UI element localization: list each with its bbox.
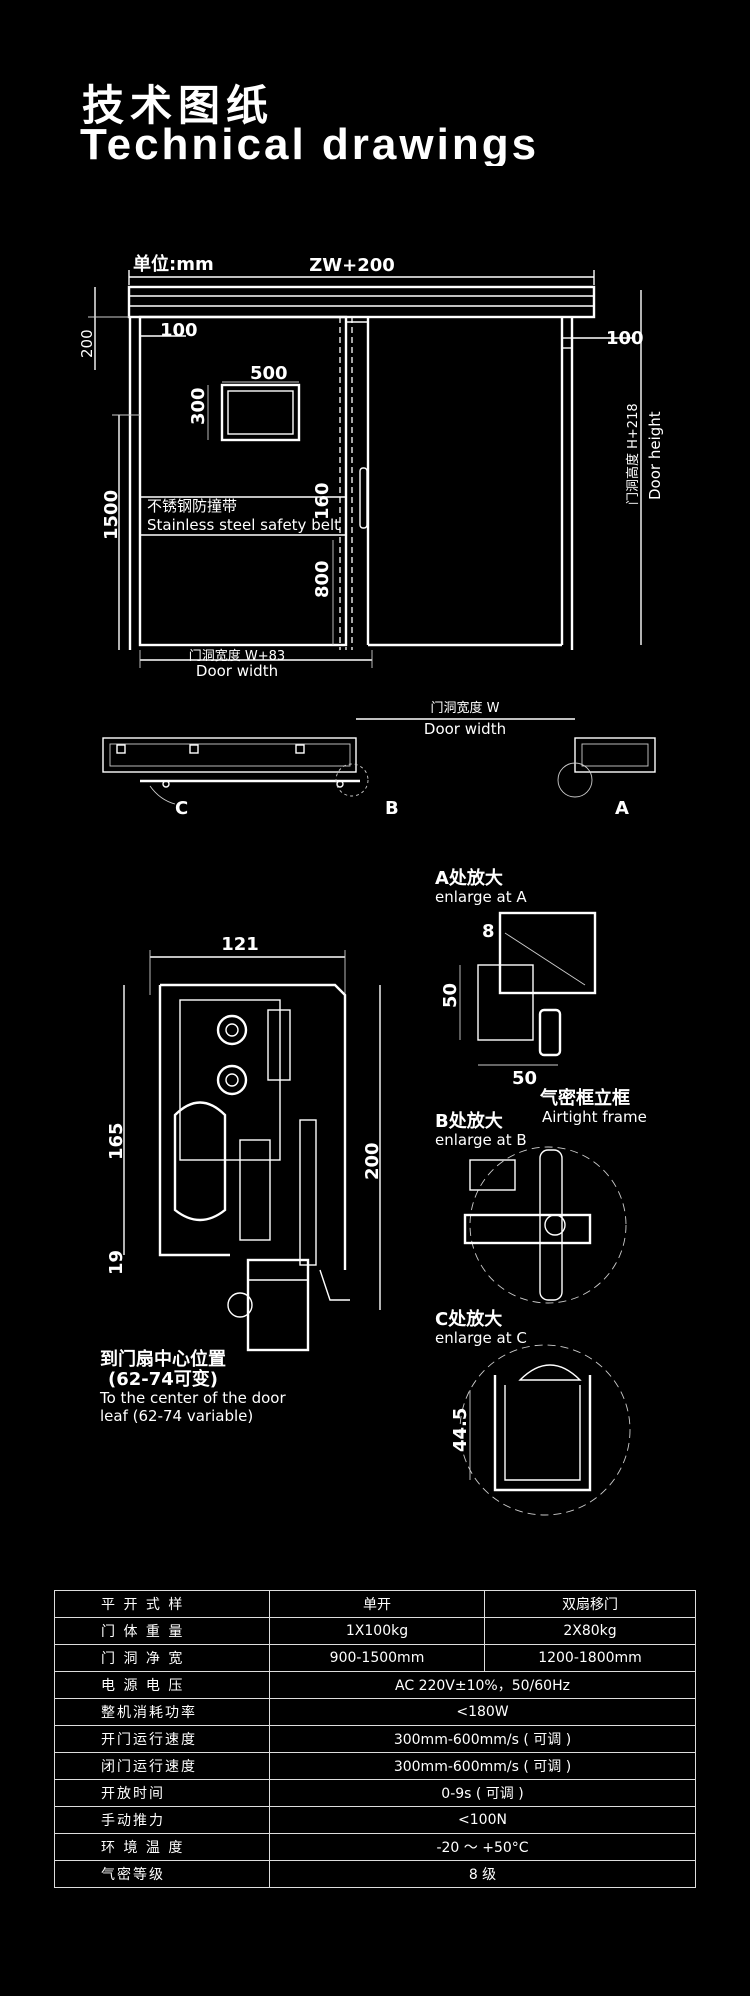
page-title-cn: 技术图纸 xyxy=(82,81,275,130)
belt-label-en: Stainless steel safety belt xyxy=(147,516,340,534)
spec-row: 手动推力<100N xyxy=(54,1806,696,1834)
spec-label: 开放时间 xyxy=(54,1779,270,1807)
dim-165: 165 xyxy=(106,1122,127,1160)
spec-value: 300mm-600mm/s ( 可调 ) xyxy=(269,1725,696,1753)
center-note-en-2: leaf (62-74 variable) xyxy=(100,1407,253,1425)
dim-200-section: 200 xyxy=(362,1142,383,1180)
technical-drawing: 单位:mm ZW+200 200 100 500 300 1500 不锈钢防 xyxy=(78,253,664,1516)
spec-row: 环 境 温 度-20 ～ +50°C xyxy=(54,1833,696,1861)
spec-value: <180W xyxy=(269,1698,696,1726)
dim-121: 121 xyxy=(221,934,259,955)
plan-marker-a: A xyxy=(615,798,629,819)
center-note-en-1: To the center of the door xyxy=(99,1389,286,1407)
spec-label: 门 洞 净 宽 xyxy=(54,1644,270,1672)
center-note-cn-2: (62-74可变) xyxy=(108,1368,218,1390)
spec-header-cell: 双扇移门 xyxy=(484,1590,696,1618)
spec-label: 整机消耗功率 xyxy=(54,1698,270,1726)
spec-value: 0-9s ( 可调 ) xyxy=(269,1779,696,1807)
spec-label: 手动推力 xyxy=(54,1806,270,1834)
dim-window-height: 300 xyxy=(188,387,209,425)
spec-label: 电 源 电 压 xyxy=(54,1671,270,1699)
spec-value-double: 1200-1800mm xyxy=(484,1644,696,1672)
width-label-cn: 门洞宽度 W+83 xyxy=(189,648,285,664)
airtight-en: Airtight frame xyxy=(542,1108,647,1126)
detail-c-en: enlarge at C xyxy=(435,1329,527,1347)
detail-b-en: enlarge at B xyxy=(435,1131,527,1149)
section-drawing: 121 165 19 200 到门扇中心位置 (62-74可变) To the … xyxy=(99,934,383,1425)
spec-value: 8 级 xyxy=(269,1860,696,1888)
dim-160: 160 xyxy=(312,482,333,520)
dim-1500: 1500 xyxy=(101,490,122,540)
dim-100-left: 100 xyxy=(160,320,198,341)
detail-c-cn: C处放大 xyxy=(435,1308,502,1330)
plan-marker-b: B xyxy=(385,798,399,819)
spec-label: 开门运行速度 xyxy=(54,1725,270,1753)
spec-value: 300mm-600mm/s ( 可调 ) xyxy=(269,1752,696,1780)
dim-19: 19 xyxy=(106,1250,127,1275)
spec-value: -20 ～ +50°C xyxy=(269,1833,696,1861)
spec-label: 闭门运行速度 xyxy=(54,1752,270,1780)
dim-window-width: 500 xyxy=(250,363,288,384)
spec-value-single: 1X100kg xyxy=(269,1617,485,1645)
detail-a-dim-50h: 50 xyxy=(512,1068,537,1089)
spec-value: AC 220V±10%，50/60Hz xyxy=(269,1671,696,1699)
spec-value: <100N xyxy=(269,1806,696,1834)
spec-row: 整机消耗功率<180W xyxy=(54,1698,696,1726)
detail-b: B处放大 enlarge at B xyxy=(435,1110,627,1304)
width-label-en: Door width xyxy=(196,662,278,680)
spec-value-double: 2X80kg xyxy=(484,1617,696,1645)
dim-800: 800 xyxy=(312,560,333,598)
unit-label: 单位:mm xyxy=(133,253,214,275)
plan-width-en: Door width xyxy=(424,720,506,738)
detail-b-cn: B处放大 xyxy=(435,1110,503,1132)
plan-view: 门洞宽度 W Door width C B A xyxy=(102,700,656,819)
plan-marker-c: C xyxy=(175,798,188,819)
dim-200-top: 200 xyxy=(78,329,96,358)
detail-a-cn: A处放大 xyxy=(435,867,503,889)
spec-value-single: 900-1500mm xyxy=(269,1644,485,1672)
dim-zw-200: ZW+200 xyxy=(309,255,395,276)
detail-a-dim-8: 8 xyxy=(482,921,495,942)
detail-a: A处放大 enlarge at A 8 50 50 气密框立框 Airtight… xyxy=(435,867,647,1126)
spec-label: 门 体 重 量 xyxy=(54,1617,270,1645)
plan-width-cn: 门洞宽度 W xyxy=(431,700,500,716)
center-note-cn-1: 到门扇中心位置 xyxy=(100,1348,226,1370)
dim-100-right: 100 xyxy=(606,328,644,349)
spec-label: 气密等级 xyxy=(54,1860,270,1888)
door-height-cn: 门洞高度 H+218 xyxy=(625,403,641,505)
spec-header-row: 平 开 式 样单开双扇移门 xyxy=(54,1590,696,1618)
detail-a-dim-50v: 50 xyxy=(440,983,461,1008)
spec-header-cell: 单开 xyxy=(269,1590,485,1618)
spec-header-cell: 平 开 式 样 xyxy=(54,1590,270,1618)
detail-c-dim: 44.5 xyxy=(450,1408,471,1452)
spec-label: 环 境 温 度 xyxy=(54,1833,270,1861)
detail-c: C处放大 enlarge at C 44.5 xyxy=(435,1308,631,1516)
belt-label-cn: 不锈钢防撞带 xyxy=(147,497,237,515)
front-elevation: 单位:mm ZW+200 200 100 500 300 1500 不锈钢防 xyxy=(78,253,664,680)
door-height-en: Door height xyxy=(646,411,664,500)
airtight-cn: 气密框立框 xyxy=(539,1087,630,1109)
page-title-en: Technical drawings xyxy=(80,120,540,166)
detail-a-en: enlarge at A xyxy=(435,888,527,906)
